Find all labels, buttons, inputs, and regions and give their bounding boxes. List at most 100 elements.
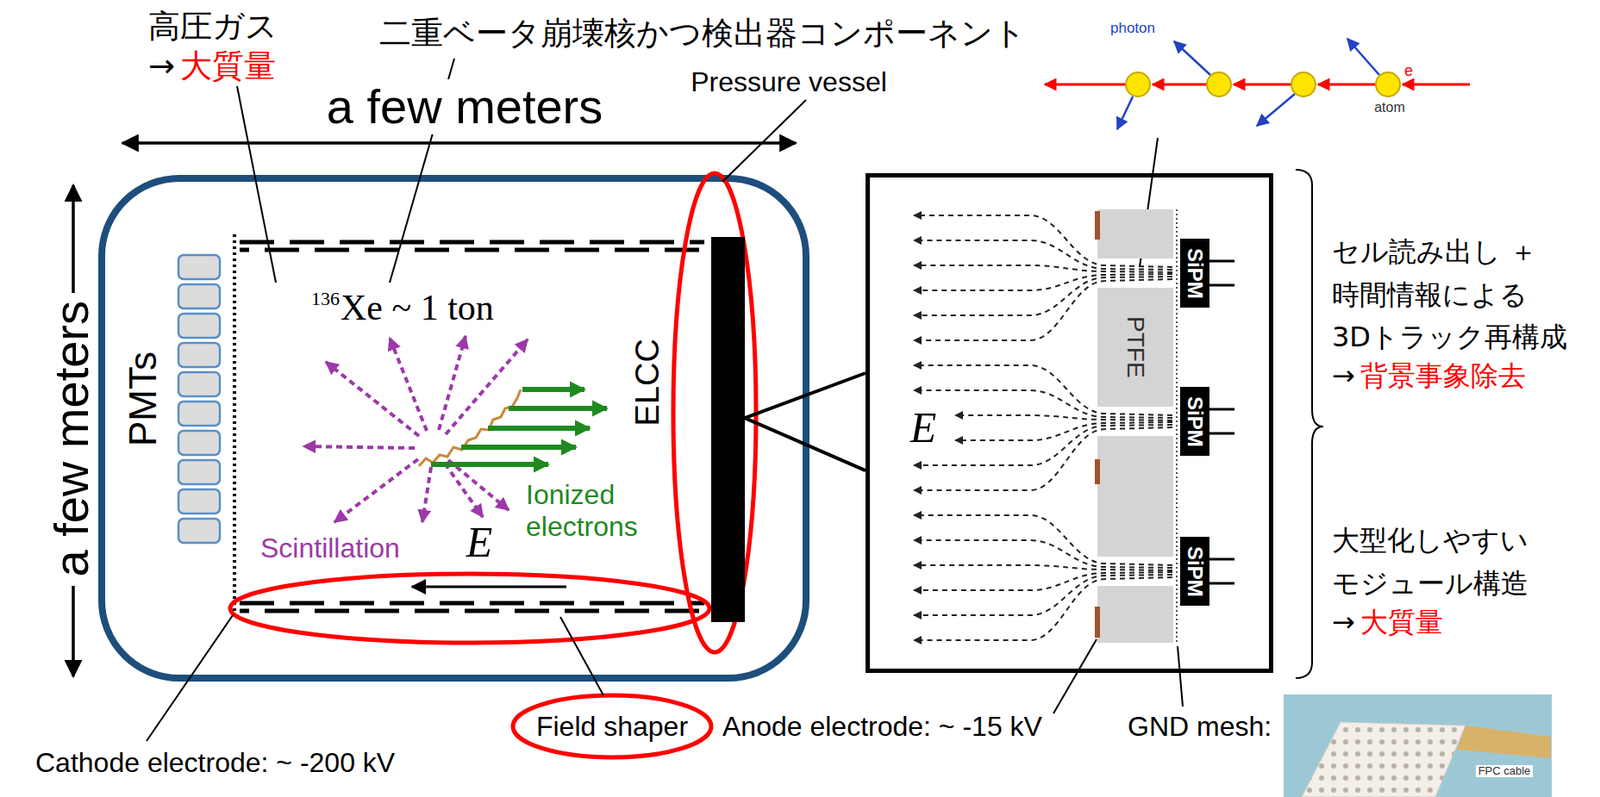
sipm: SiPM [1180, 387, 1210, 457]
pressure-vessel [101, 178, 807, 679]
elcc-bar: ELCC [711, 237, 745, 623]
drift-electron-arrows [431, 389, 607, 465]
part-name: Pressure vessel [690, 66, 888, 99]
leader-lines [722, 100, 807, 182]
scintillation-arrows [448, 460, 509, 511]
field-shaper [239, 248, 705, 253]
pmt-array [178, 401, 220, 426]
photon-emission-sketch [1125, 72, 1400, 97]
photon-emission-sketch [1044, 38, 1470, 130]
pmt-array [178, 372, 220, 397]
anode-strips [1094, 211, 1100, 240]
pmt-array [178, 313, 220, 338]
field-shaper [239, 240, 705, 245]
leader-lines [1053, 639, 1097, 714]
note-text: セル読み出し ＋時間情報による 3Dトラック再構成 [1331, 231, 1568, 360]
cathode-mesh [232, 234, 237, 614]
field-lines [913, 265, 1173, 273]
pmt-array [178, 255, 220, 544]
field-shaper [239, 242, 705, 612]
electron-label: e [1404, 62, 1413, 81]
photon-emission-sketch [1256, 93, 1295, 126]
callout-text: 二重ベータ崩壊核かつ検出器コンポーネント [379, 15, 1026, 53]
photon-emission-sketch [1117, 96, 1133, 130]
field-shaper [239, 601, 705, 607]
photon-emission-sketch [1117, 38, 1380, 130]
highlight-ellipses [512, 695, 712, 758]
electroluminescence-cell [913, 209, 1235, 644]
ptfe-plates [1097, 209, 1174, 259]
note-text: 背景事象除去 [1360, 360, 1526, 393]
leader-lines [560, 617, 604, 696]
photon-emission-sketch [1044, 83, 1470, 87]
sipm: SiPM [1180, 238, 1210, 308]
drift-electron-arrows [508, 406, 607, 412]
ptfe-plates [1097, 436, 1174, 557]
photon-emission-sketch [1125, 72, 1150, 97]
sipm-pins [1209, 261, 1235, 584]
isotope-label: Xe ~ 1 ton [340, 287, 494, 329]
pmt-array [178, 431, 220, 456]
zoom-connector [744, 373, 866, 471]
field-lines [913, 565, 1173, 571]
process-label: Scintillation [260, 532, 400, 565]
field-symbol: E [466, 518, 494, 569]
pmt-array [178, 518, 220, 544]
ptfe-label: PTFE [1121, 316, 1150, 379]
field-arrow [412, 586, 567, 589]
anode-strips [1094, 211, 1100, 638]
arrow-mark: → [148, 48, 175, 86]
field-lines [913, 215, 1173, 641]
module-photo [1283, 694, 1552, 797]
gnd-mesh [1175, 209, 1178, 644]
process-label: Ionized electrons [525, 479, 638, 544]
leader-lines [146, 615, 233, 742]
note-text: 大質量 [1360, 606, 1444, 639]
sipm-pins [1209, 408, 1235, 412]
module-photo [1456, 725, 1551, 759]
pmt-array [178, 255, 220, 280]
ptfe-plates [1097, 586, 1174, 644]
mass-number: 136 [311, 287, 340, 310]
photon-emission-sketch [1152, 83, 1207, 87]
sipm-pins [1209, 432, 1235, 436]
photon-emission-sketch [1318, 83, 1376, 87]
scintillation-arrows [444, 463, 483, 518]
field-lines [955, 415, 1173, 421]
scintillation-arrows [422, 467, 432, 523]
dimension-label: a few meters [43, 300, 100, 578]
highlight-ellipses [230, 173, 757, 758]
photon-emission-sketch [1347, 38, 1380, 75]
drift-electron-arrows [487, 425, 590, 432]
anode-strips [1094, 606, 1100, 638]
part-name: Cathode electrode: ~ -200 kV [35, 747, 395, 780]
photon-emission-sketch [1206, 72, 1232, 97]
sipm-pins [1209, 260, 1235, 263]
dimension-label: a few meters [324, 79, 607, 135]
sipm-label: SiPM [1182, 546, 1207, 598]
drift-electron-arrows [522, 387, 585, 393]
leader-lines [146, 58, 1183, 742]
part-name: PMTs [121, 351, 166, 447]
photon-emission-sketch [1375, 72, 1400, 97]
leader-lines [1177, 646, 1183, 707]
scintillation-arrows [445, 339, 528, 435]
photon-label: photon [1110, 19, 1156, 38]
ptfe-block: PTFE [1097, 287, 1174, 407]
dimension-arrows [73, 143, 796, 677]
bracket [1295, 169, 1324, 679]
highlight-ellipses [673, 173, 757, 653]
callout-text: 大質量 [180, 48, 276, 86]
dimension-arrows [71, 586, 75, 677]
atom-label: atom [1374, 100, 1406, 116]
pmt-array [178, 489, 220, 514]
highlight-ellipses [230, 574, 710, 644]
zoom-box: ESiPMPTFESiPMSiPM [865, 173, 1274, 674]
part-name: Field shaper [536, 711, 688, 744]
drift-electron-arrows [431, 462, 549, 468]
sipm-label: SiPM [1182, 396, 1207, 448]
drift-electron-arrows [461, 444, 576, 450]
anode-strips [1094, 459, 1100, 485]
